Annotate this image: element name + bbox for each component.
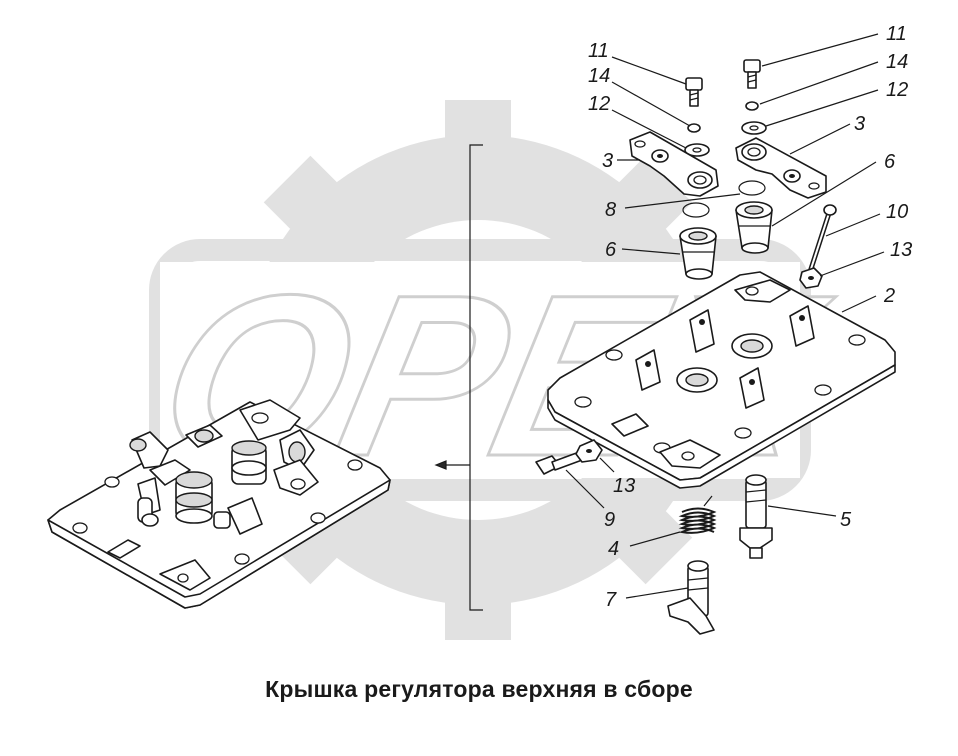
bolt-11a — [685, 77, 703, 107]
callout-9: 9 — [604, 509, 615, 531]
nut-13b — [575, 439, 603, 463]
callout-10: 10 — [886, 201, 908, 223]
callout-5: 5 — [840, 509, 852, 531]
assembled-cover — [47, 399, 391, 609]
cover-plate-2 — [547, 271, 896, 489]
leader-lines — [565, 33, 885, 599]
callout-11b: 11 — [886, 23, 907, 45]
callout-3b: 3 — [854, 113, 865, 135]
callout-11a: 11 — [588, 40, 609, 62]
callout-4: 4 — [608, 538, 619, 560]
callout-13a: 13 — [890, 239, 912, 261]
callout-14a: 14 — [588, 65, 610, 87]
bushing-6b — [735, 201, 773, 254]
callout-6a: 6 — [605, 239, 617, 261]
bolt-11b — [743, 59, 761, 89]
orings-8 — [682, 180, 766, 218]
callout-7: 7 — [605, 589, 617, 611]
callout-14b: 14 — [886, 51, 908, 73]
callout-3a: 3 — [602, 150, 613, 172]
bushing-6a — [679, 227, 717, 280]
callout-6b: 6 — [884, 151, 896, 173]
lever-3b — [735, 137, 827, 199]
assembly-bracket — [434, 144, 483, 611]
shaft-7 — [667, 560, 715, 635]
callout-8: 8 — [605, 199, 616, 221]
callout-labels: 11 14 12 3 8 6 11 14 12 3 6 10 13 2 13 9… — [588, 23, 912, 611]
diagram-caption: Крышка регулятора верхняя в сборе — [265, 676, 693, 702]
shaft-5 — [739, 474, 773, 559]
rod-10 — [807, 204, 837, 273]
callout-2: 2 — [883, 285, 895, 307]
lever-3a — [629, 131, 719, 197]
callout-12a: 12 — [588, 93, 610, 115]
spring-4 — [678, 495, 717, 534]
nut-13a — [799, 267, 823, 289]
callout-13b: 13 — [613, 475, 635, 497]
callout-12b: 12 — [886, 79, 908, 101]
washers — [684, 101, 767, 157]
